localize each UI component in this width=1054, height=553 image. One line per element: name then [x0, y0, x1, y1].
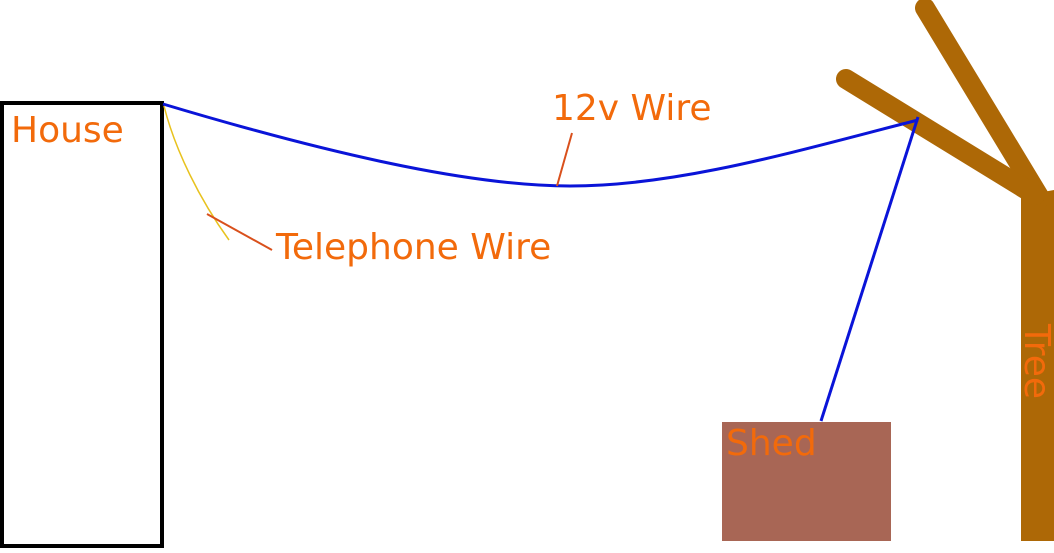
shed-label: Shed [726, 423, 817, 464]
12v-wire-leader [556, 132, 573, 187]
telephone-wire [163, 105, 230, 241]
tree-branch-upper [915, 0, 1050, 208]
12v-wire-drop [819, 116, 920, 422]
shed-box [722, 422, 891, 541]
tree-trunk [1021, 190, 1054, 541]
tree-branch-lower [836, 69, 1045, 205]
house-box [0, 101, 164, 548]
telephone-wire-leader [206, 213, 273, 251]
12v-wire-span [162, 102, 919, 188]
tree [836, 0, 1054, 541]
12v-wire-label: 12v Wire [552, 88, 712, 129]
tree-label: Tree [1016, 324, 1054, 400]
house-label: House [11, 110, 124, 151]
telephone-wire-label: Telephone Wire [276, 227, 552, 268]
